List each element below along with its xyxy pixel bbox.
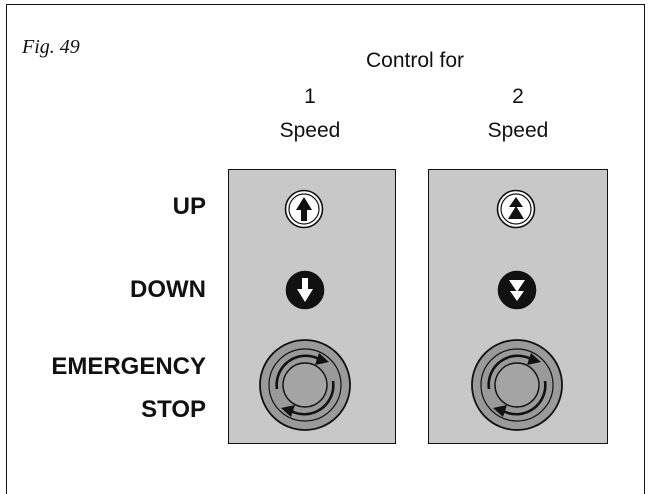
control-header-title: Control for bbox=[365, 49, 465, 72]
row-label-stop: STOP bbox=[141, 396, 206, 423]
figure-label: Fig. 49 bbox=[22, 36, 80, 58]
column-2-label: Speed bbox=[487, 119, 549, 142]
figure-frame bbox=[6, 4, 645, 494]
row-label-emergency: EMERGENCY bbox=[51, 353, 206, 380]
double-arrow-up-icon[interactable] bbox=[496, 189, 536, 229]
column-1-label: Speed bbox=[279, 119, 341, 142]
single-arrow-up-icon[interactable] bbox=[284, 189, 324, 229]
column-2-number: 2 bbox=[512, 85, 524, 108]
row-label-down: DOWN bbox=[130, 276, 206, 303]
double-arrow-down-icon[interactable] bbox=[497, 270, 537, 310]
column-1-number: 1 bbox=[304, 85, 316, 108]
emergency-stop-icon[interactable] bbox=[257, 337, 353, 433]
single-arrow-down-icon[interactable] bbox=[285, 270, 325, 310]
emergency-stop-icon[interactable] bbox=[469, 337, 565, 433]
row-label-up: UP bbox=[172, 193, 206, 220]
